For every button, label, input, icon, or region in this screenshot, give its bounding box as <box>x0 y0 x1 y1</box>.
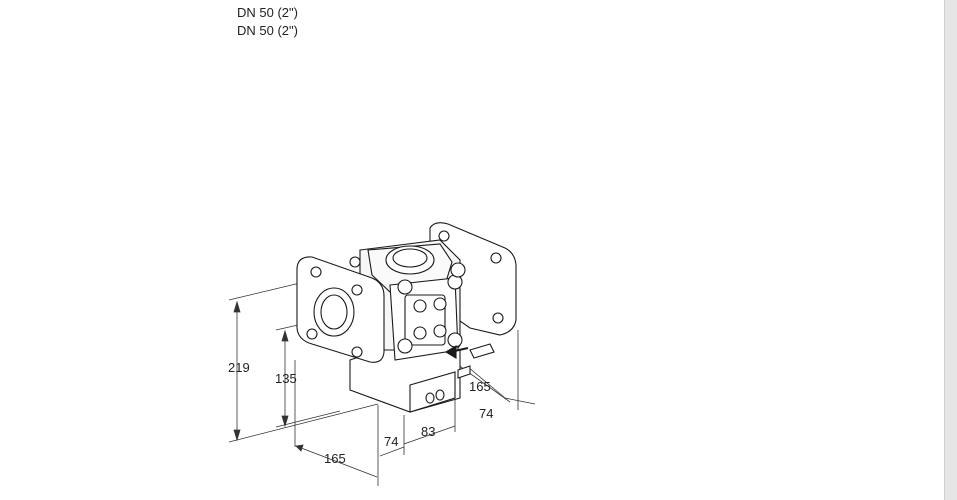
dim-label-165-front: 165 <box>324 451 346 466</box>
nominal-size-label-1: DN 50 (2") <box>237 5 298 20</box>
dim-label-74-side: 74 <box>479 406 493 421</box>
nominal-size-label-2: DN 50 (2") <box>237 23 298 38</box>
product-header: DN 50 (2") DN 50 (2") <box>237 4 298 40</box>
dim-label-135: 135 <box>275 371 297 386</box>
dim-label-74-front: 74 <box>384 434 398 449</box>
dim-label-165-side: 165 <box>469 379 491 394</box>
dim-label-219: 219 <box>228 360 250 375</box>
dim-label-83: 83 <box>421 424 435 439</box>
vertical-scrollbar[interactable] <box>944 0 957 500</box>
valve-body <box>296 222 517 413</box>
